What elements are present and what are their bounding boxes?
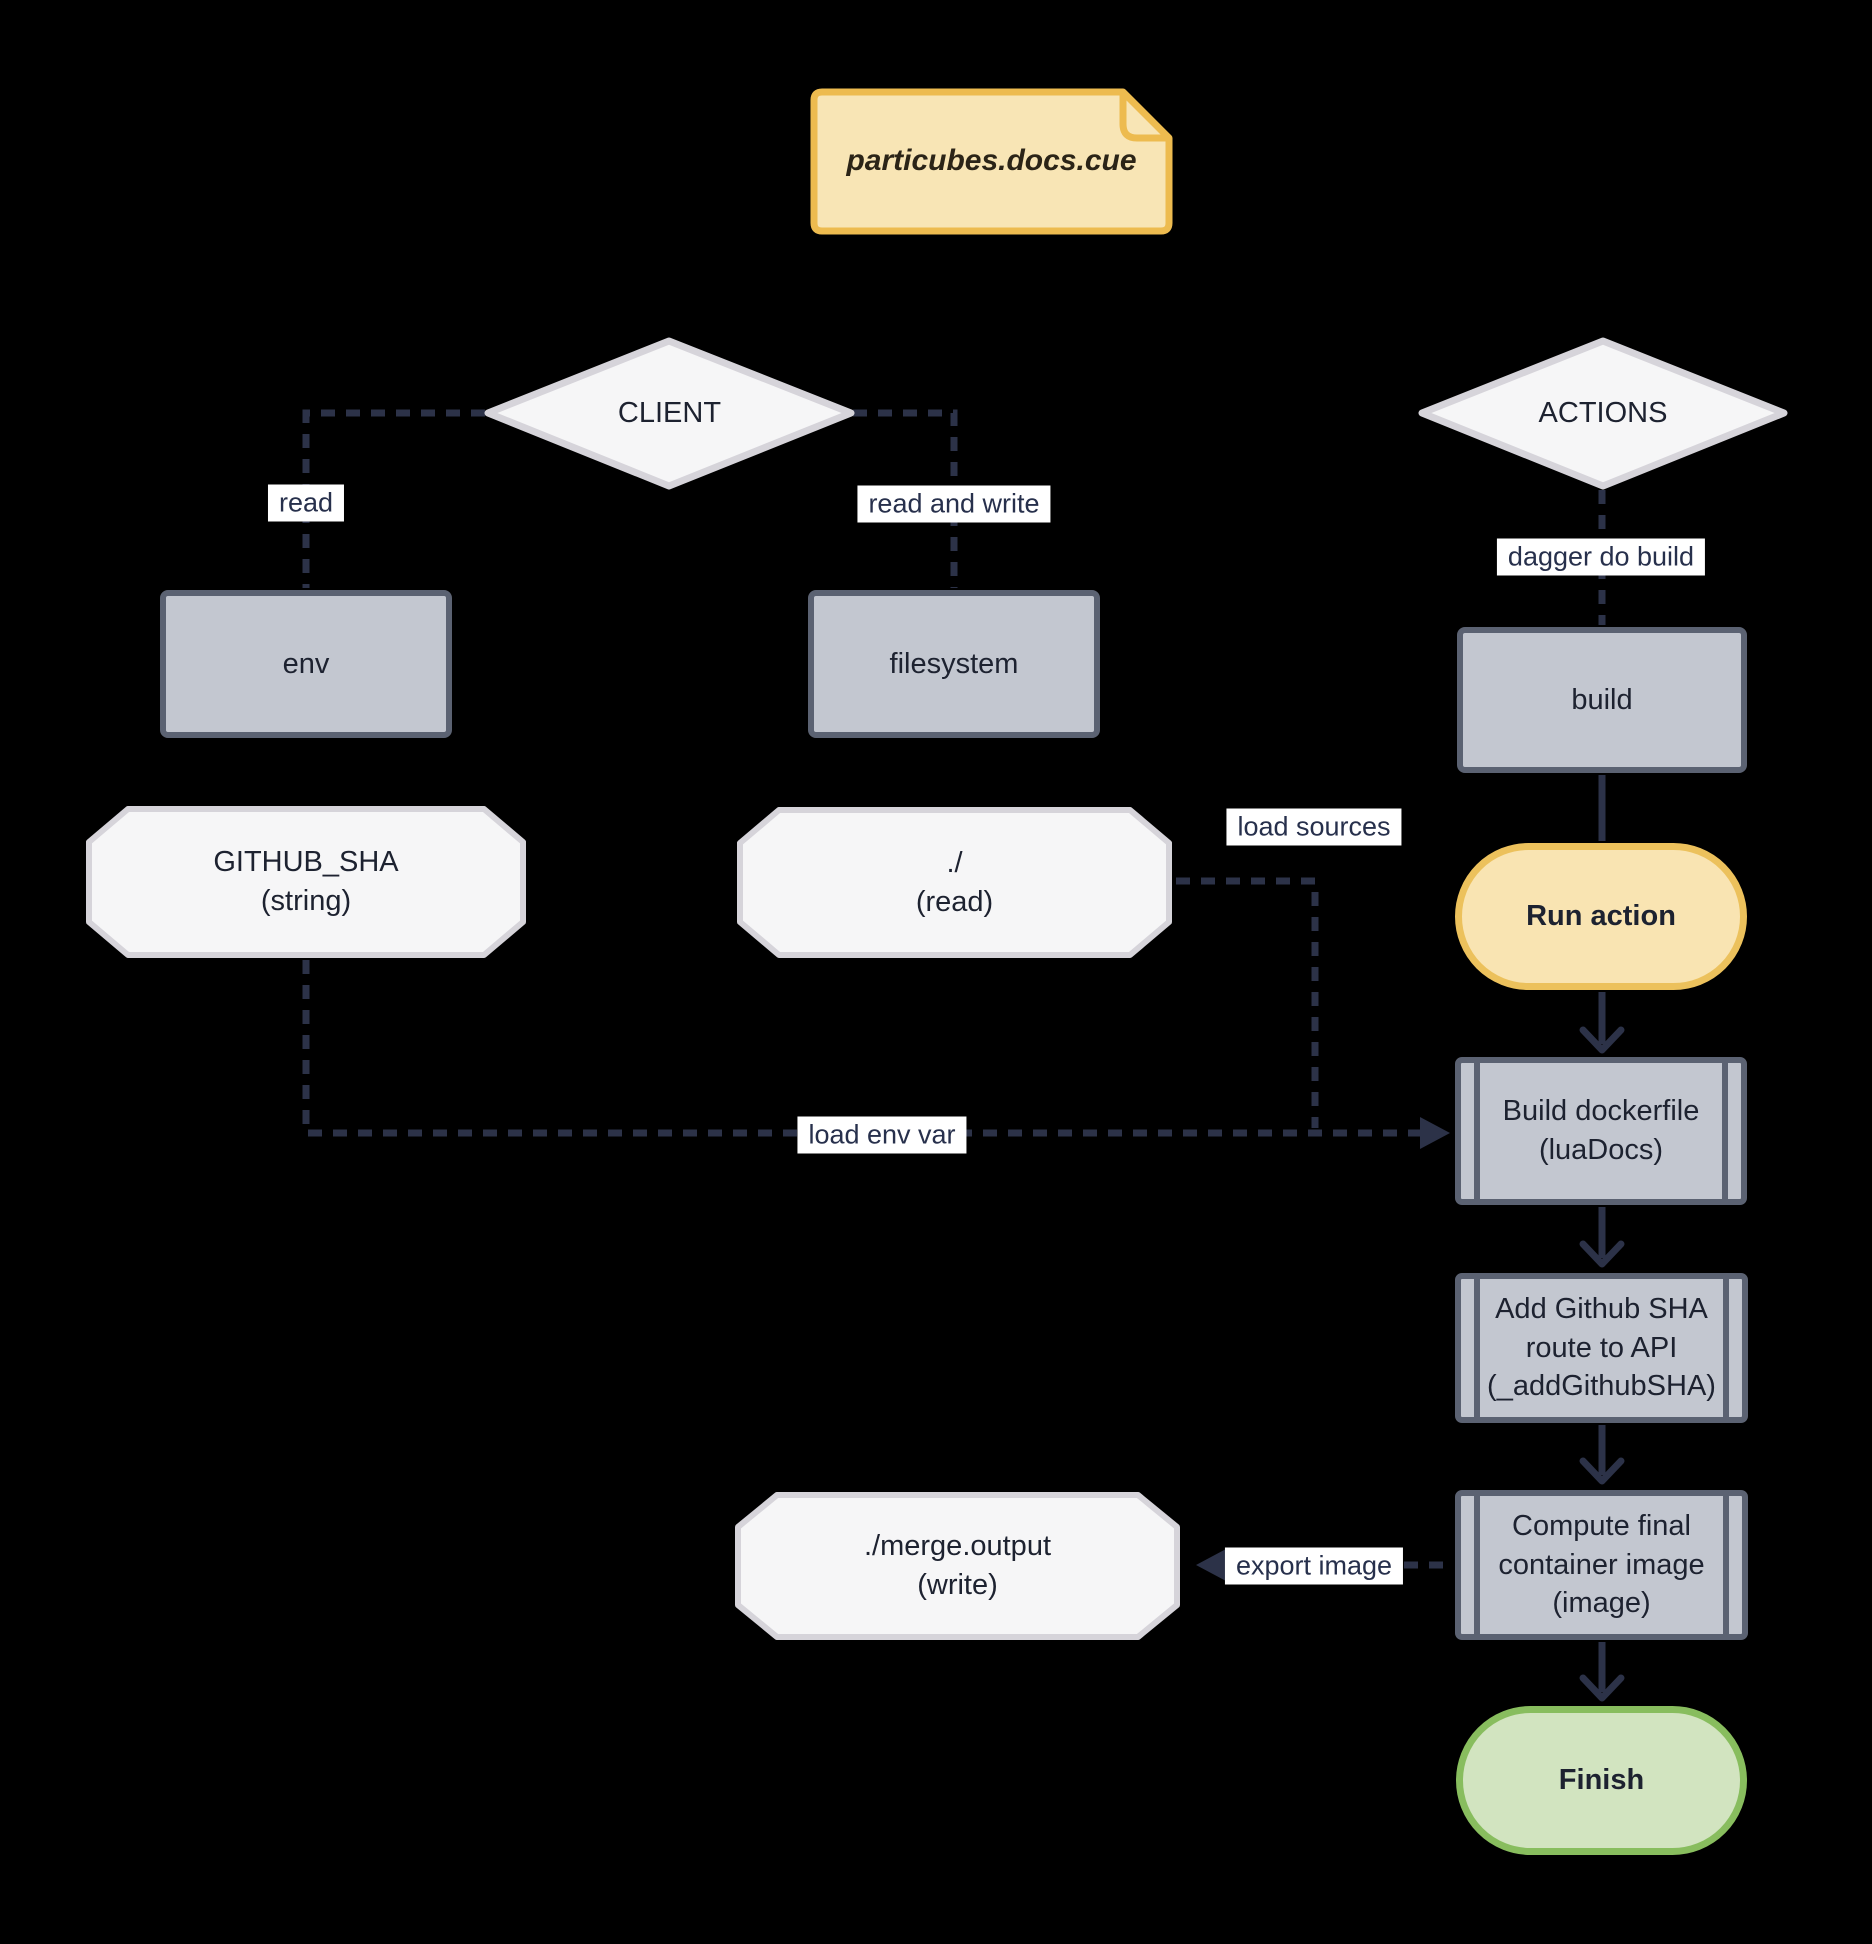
node-merge-output-line2: (write) (917, 1569, 998, 1601)
subroutine-bar-icon (1723, 1279, 1729, 1417)
node-env: env (160, 590, 452, 738)
subroutine-bar-icon (1723, 1496, 1729, 1634)
node-compute-image-line1: Compute final (1512, 1509, 1691, 1542)
node-filesystem: filesystem (808, 590, 1100, 738)
node-build-label: build (1571, 683, 1633, 716)
node-actions-diamond: ACTIONS (1418, 337, 1788, 490)
node-compute-image: Compute final container image (image) (1455, 1490, 1748, 1640)
node-finish: Finish (1456, 1706, 1747, 1855)
folded-corner-icon (1119, 92, 1169, 142)
arrowhead-down-icon (1579, 1457, 1625, 1485)
arrowhead-down-icon (1579, 1026, 1625, 1054)
node-client-label: CLIENT (617, 397, 722, 430)
node-build-dockerfile-line2: (luaDocs) (1538, 1134, 1664, 1166)
node-github-sha-line1: GITHUB_SHA (213, 846, 399, 879)
node-add-github-sha-line1: Add Github SHA (1495, 1292, 1708, 1325)
edge-client-filesystem (853, 409, 958, 588)
node-merge-output: ./merge.output (write) (735, 1492, 1180, 1640)
edge-client-env (302, 409, 485, 588)
node-finish-label: Finish (1558, 1764, 1645, 1797)
subroutine-bar-icon (1474, 1496, 1480, 1634)
node-run-action: Run action (1455, 843, 1747, 990)
node-client-diamond: CLIENT (484, 337, 855, 490)
node-compute-image-line3: (image) (1552, 1587, 1651, 1620)
arrowhead-left-icon (1196, 1549, 1226, 1581)
node-run-action-label: Run action (1526, 900, 1676, 933)
node-github-sha-line2: (string) (260, 885, 352, 917)
node-actions-label: ACTIONS (1538, 397, 1668, 430)
node-filesystem-label: filesystem (889, 647, 1019, 680)
node-github-sha: GITHUB_SHA (string) (86, 806, 526, 958)
node-add-github-sha-line3: (_addGithubSHA) (1487, 1370, 1716, 1403)
node-compute-image-line2: container image (1498, 1548, 1705, 1581)
edge-label-read-and-write: read and write (857, 485, 1051, 523)
arrowhead-down-icon (1579, 1240, 1625, 1268)
edge-label-load-sources: load sources (1226, 808, 1402, 846)
edge-fsread-builddockerfile (1176, 877, 1319, 1128)
subroutine-bar-icon (1474, 1063, 1480, 1199)
node-build-dockerfile: Build dockerfile (luaDocs) (1455, 1057, 1747, 1205)
arrowhead-down-icon (1579, 1674, 1625, 1702)
edge-label-load-env-var: load env var (797, 1116, 967, 1154)
node-build-dockerfile-line1: Build dockerfile (1502, 1095, 1700, 1128)
note-shape (810, 88, 1173, 235)
edge-label-read: read (267, 484, 345, 522)
node-add-github-sha: Add Github SHA route to API (_addGithubS… (1455, 1273, 1748, 1423)
node-fs-read: ./ (read) (737, 807, 1172, 958)
node-fs-read-line1: ./ (946, 846, 963, 879)
node-fs-read-line2: (read) (915, 885, 994, 918)
note-label: particubes.docs.cue (846, 144, 1137, 178)
node-merge-output-line1: ./merge.output (864, 1530, 1051, 1563)
edge-githubsha-builddockerfile (302, 960, 1420, 1137)
edge-label-dagger-do-build: dagger do build (1496, 538, 1706, 576)
arrowhead-right-icon (1420, 1117, 1450, 1149)
node-env-label: env (282, 647, 330, 680)
node-add-github-sha-line2: route to API (1525, 1331, 1678, 1364)
edge-label-export-image: export image (1224, 1547, 1404, 1585)
note-particubes-docs-cue: particubes.docs.cue (810, 88, 1173, 235)
subroutine-bar-icon (1722, 1063, 1728, 1199)
node-build: build (1457, 627, 1747, 773)
subroutine-bar-icon (1474, 1279, 1480, 1417)
